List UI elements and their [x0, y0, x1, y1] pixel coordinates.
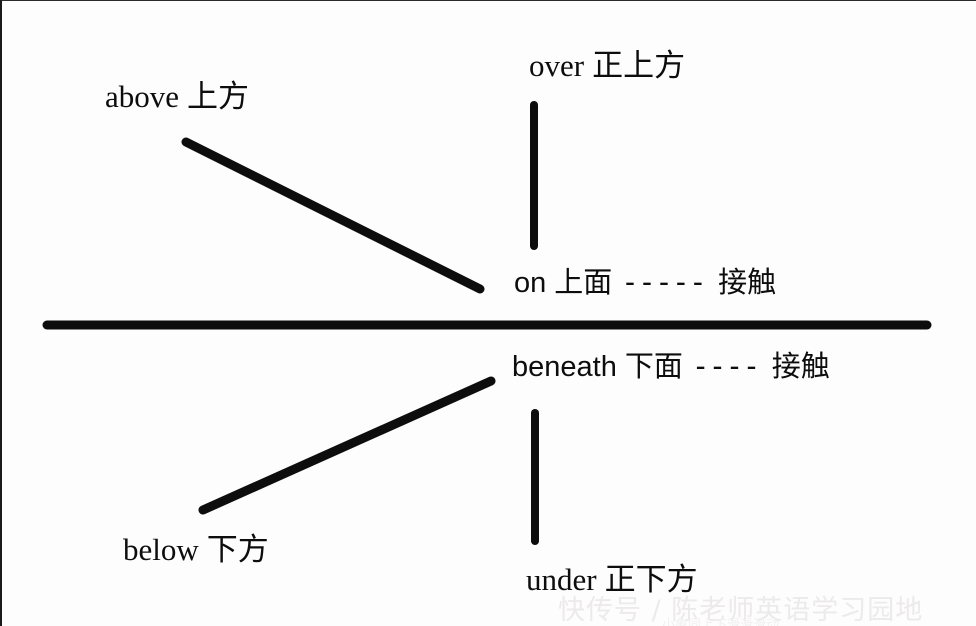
label-beneath-dashes: ----	[691, 349, 760, 383]
label-beneath-en: beneath	[512, 351, 617, 383]
label-under-en: under	[526, 562, 597, 597]
label-above-zh: 上方	[187, 79, 250, 115]
watermark-subtext: 小象同上下滑滑滑动	[662, 618, 780, 626]
label-on-dashes: -----	[621, 265, 707, 299]
label-beneath-zh: 下面	[624, 349, 683, 383]
watermark-text: 快传号 / 陈老师英语学习园地	[558, 595, 924, 626]
label-above-en: above	[105, 79, 180, 114]
label-on-en: on	[514, 267, 547, 299]
label-on-note: 接触	[718, 265, 777, 299]
label-on-zh: 上面	[554, 265, 613, 299]
label-over-en: over	[529, 48, 585, 83]
label-beneath-note: 接触	[771, 349, 830, 383]
label-under-zh: 正下方	[604, 562, 698, 598]
below-diagonal-stroke	[198, 376, 496, 515]
above-diagonal-stroke	[181, 137, 485, 294]
label-below-en: below	[123, 532, 199, 567]
label-below-zh: 下方	[206, 532, 269, 568]
label-over-zh: 正上方	[592, 48, 686, 84]
